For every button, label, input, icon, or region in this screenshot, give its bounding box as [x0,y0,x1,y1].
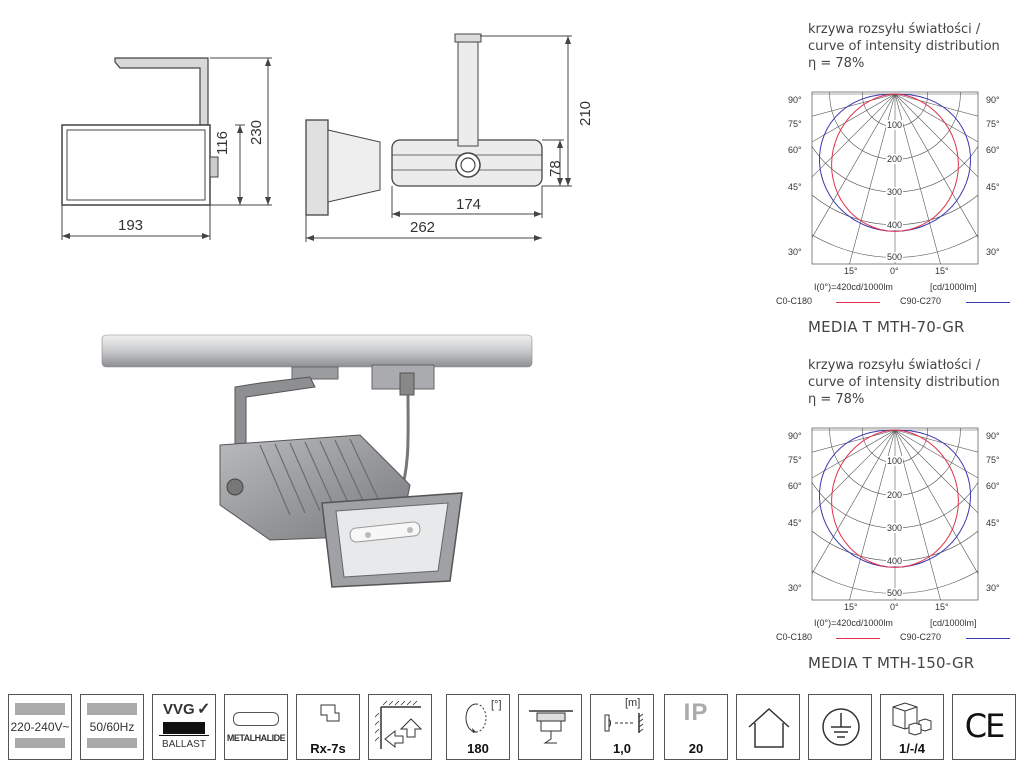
radial-label: 200 [886,490,904,500]
intensity-note: I(0°)=420cd/1000lm [814,618,893,628]
legend-c0-line [836,302,880,303]
side-body-width-label: 174 [456,196,482,213]
bottom-angle-label: 0° [890,602,899,612]
unit-label: [cd/1000lm] [930,618,977,628]
bottom-angle-label: 15° [935,602,949,612]
indoor-use-icon [736,694,800,760]
ground-symbol-icon [822,708,860,746]
front-total-height-label: 230 [248,119,265,145]
track-adapter-icon [518,694,582,760]
radial-label: 500 [886,252,904,262]
radial-label: 400 [886,220,904,230]
mounting-surface-icon [368,694,432,760]
ip-rating-icon: IP 20 [664,694,728,760]
angle-label-right: 45° [986,182,1000,192]
model-name: MEDIA T MTH-150-GR [808,654,975,672]
angle-label-left: 90° [788,95,802,105]
metalhalide-icon: METALHALIDE [224,694,288,760]
angle-label-left: 30° [788,247,802,257]
caption-english: curve of intensity distribution [808,375,1000,390]
angle-label-right: 90° [986,95,1000,105]
radial-label: 100 [886,120,904,130]
angle-label-right: 60° [986,481,1000,491]
front-width-label: 193 [118,217,144,234]
checkmark-icon: ✓ [197,701,211,718]
voltage-icon: 220-240V~ [8,694,72,760]
c0-curve [831,93,959,232]
radial-label: 400 [886,556,904,566]
side-total-height-label: 210 [577,100,594,126]
unit-label: [cd/1000lm] [930,282,977,292]
side-total-width-label: 262 [410,219,436,236]
legend-c90-line [966,302,1010,303]
angle-label-left: 45° [788,182,802,192]
efficiency-label: η = 78% [808,56,865,71]
min-distance-icon: [m] 1,0 [590,694,654,760]
angle-label-right: 60° [986,145,1000,155]
legend-c0-label: C0-C180 [776,296,813,306]
caption-polish: krzywa rozsyłu światłości / [808,22,981,37]
c0-curve [831,429,959,568]
angle-label-left: 60° [788,481,802,491]
legend-c90-label: C90-C270 [900,632,942,642]
angle-label-left: 60° [788,145,802,155]
house-icon [748,707,790,748]
adapter-glyph-icon [529,710,573,744]
efficiency-label: η = 78% [808,392,865,407]
legend-c0-line [836,638,880,639]
caption-polish: krzywa rozsyłu światłości / [808,358,981,373]
angle-label-left: 75° [788,455,802,465]
legend-c90-line [966,638,1010,639]
socket-icon: Rx-7s [296,694,360,760]
radial-label: 300 [886,523,904,533]
angle-label-right: 30° [986,247,1000,257]
product-illustration [101,334,533,588]
legend-c90-label: C90-C270 [900,296,942,306]
front-body-height-label: 116 [214,131,231,155]
side-body-height-label: 78 [547,160,564,177]
angle-label-right: 45° [986,518,1000,528]
angle-label-left: 45° [788,518,802,528]
angle-label-left: 90° [788,431,802,441]
polar-diagram-section: krzywa rozsyłu światłości / curve of inte… [770,20,1020,350]
angle-label-right: 75° [986,119,1000,129]
model-name: MEDIA T MTH-70-GR [808,318,965,336]
radial-label: 200 [886,154,904,164]
earthing-icon [808,694,872,760]
lamp-tube-icon [233,712,279,726]
angle-label-left: 75° [788,119,802,129]
packaging-icon: 1/-/4 [880,694,944,760]
angle-label-right: 30° [986,583,1000,593]
frequency-icon: 50/60Hz [80,694,144,760]
socket-glyph-icon [320,704,340,722]
front-view-drawing [61,57,272,240]
angle-label-right: 90° [986,431,1000,441]
bottom-angle-label: 15° [935,266,949,276]
ce-mark-icon: CE [952,694,1016,760]
intensity-note: I(0°)=420cd/1000lm [814,282,893,292]
mounting-glyph-icon [375,701,423,749]
radial-label: 300 [886,187,904,197]
distance-glyph-icon [604,713,644,733]
bottom-angle-label: 15° [844,602,858,612]
legend-c0-label: C0-C180 [776,632,813,642]
side-view-drawing [305,33,572,242]
polar-diagram-section: krzywa rozsyłu światłości / curve of inte… [770,356,1020,686]
bottom-angle-label: 0° [890,266,899,276]
boxes-glyph-icon [892,702,932,736]
angle-label-right: 75° [986,455,1000,465]
rotation-arrows-icon [465,703,487,733]
radial-label: 500 [886,588,904,598]
angle-label-left: 30° [788,583,802,593]
caption-english: curve of intensity distribution [808,39,1000,54]
rotation-icon: [°] 180 [446,694,510,760]
bottom-angle-label: 15° [844,266,858,276]
radial-label: 100 [886,456,904,466]
vvg-ballast-icon: VVG ✓ BALLAST [152,694,216,760]
